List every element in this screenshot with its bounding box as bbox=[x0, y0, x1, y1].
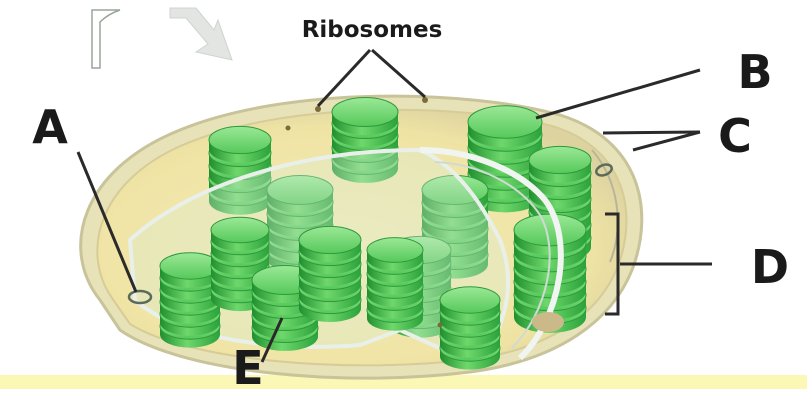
plastoglobule bbox=[532, 312, 564, 332]
thylakoid-disc-top bbox=[332, 97, 398, 126]
thylakoid-disc-top bbox=[468, 106, 542, 139]
thylakoid-disc-top bbox=[529, 146, 591, 173]
granum-front bbox=[440, 287, 500, 370]
thylakoid-disc-top bbox=[440, 287, 500, 313]
curved-arrow-stub bbox=[92, 10, 120, 68]
pointer-arrow-icon bbox=[170, 8, 232, 60]
granum-front bbox=[299, 226, 361, 322]
thylakoid-disc-top bbox=[299, 226, 361, 253]
chloroplast bbox=[81, 96, 642, 378]
granum-front bbox=[367, 238, 423, 331]
thylakoid-disc-top bbox=[514, 214, 586, 246]
ribosome-dot bbox=[438, 323, 443, 328]
leader-b bbox=[536, 70, 700, 118]
leader-c-top bbox=[603, 132, 700, 133]
ribosome-leader-right bbox=[372, 50, 425, 97]
label-c: C bbox=[718, 109, 752, 163]
ribosomes-label: Ribosomes bbox=[302, 17, 443, 43]
thylakoid-disc-top bbox=[209, 126, 271, 153]
thylakoid-disc-top bbox=[211, 217, 269, 243]
ribosome-dot bbox=[286, 126, 291, 131]
label-d: D bbox=[751, 240, 789, 294]
label-a: A bbox=[32, 100, 68, 154]
ribosome-dot bbox=[422, 97, 428, 103]
ribosome-dot bbox=[315, 106, 321, 112]
thylakoid-disc-top bbox=[367, 238, 423, 263]
leader-c-bottom bbox=[633, 132, 700, 150]
label-b: B bbox=[737, 45, 772, 99]
top-decoration bbox=[92, 8, 232, 68]
label-e: E bbox=[232, 341, 263, 395]
